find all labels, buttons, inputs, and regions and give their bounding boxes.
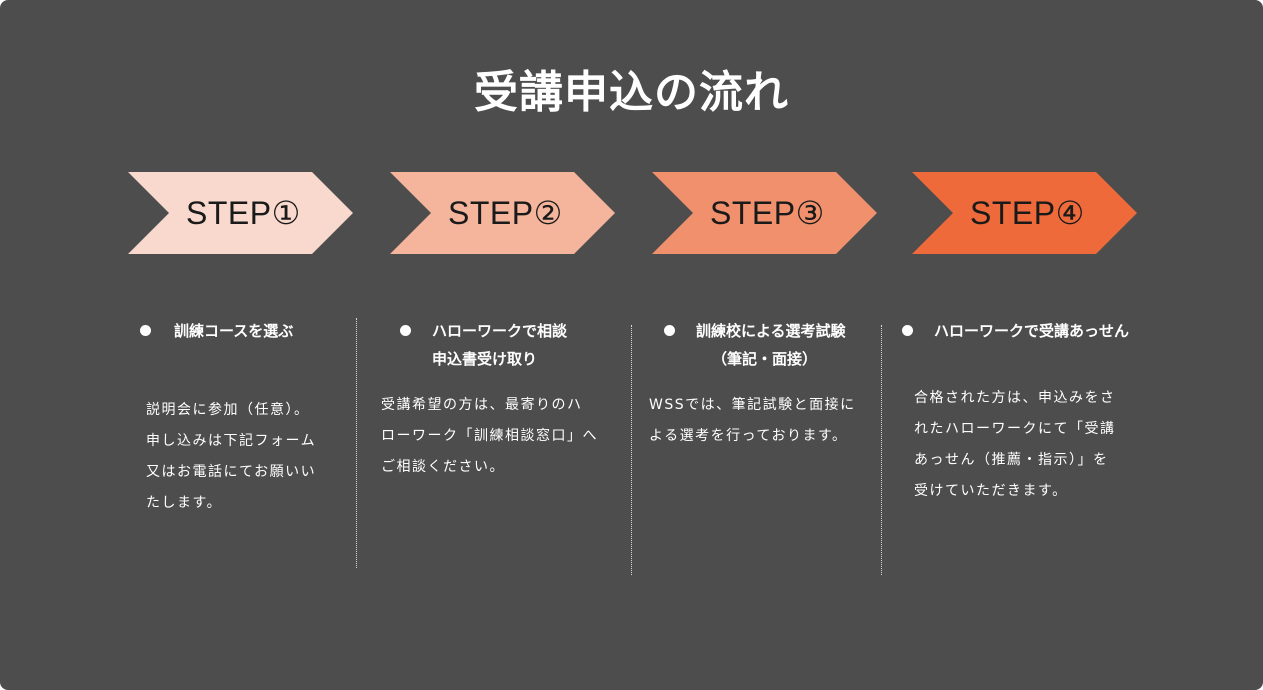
step-3-arrow-shape: [652, 172, 877, 254]
step-1-heading: 訓練コースを選ぶ: [174, 322, 294, 340]
step-3-arrow: STEP③: [652, 172, 877, 254]
page-title: 受講申込の流れ: [474, 67, 789, 118]
step-2-heading-line-2: 申込書受け取り: [432, 350, 538, 368]
column-divider-2: [631, 325, 632, 575]
step-4-bullet: [902, 325, 913, 336]
step-4-heading: ハローワークで受講あっせん: [934, 322, 1130, 340]
column-divider-1: [356, 318, 357, 568]
step-4-arrow: STEP④: [912, 172, 1137, 254]
column-divider-3: [881, 325, 882, 575]
step-2-description: 受講希望の方は、最寄りのハ ローワーク「訓練相談窓口」へ ご相談ください。: [381, 397, 598, 475]
step-3-arrow-fill: [652, 172, 877, 254]
step-2-arrow: STEP②: [390, 172, 615, 254]
step-3-label: STEP③: [710, 195, 825, 231]
step-1-arrow: STEP①: [128, 172, 353, 254]
step-2-arrow-fill: [390, 172, 615, 254]
step-2-label: STEP②: [448, 195, 563, 231]
step-2-heading-line-1: ハローワークで相談: [432, 322, 568, 340]
step-3-heading-line-1: 訓練校による選考試験: [696, 322, 846, 340]
step-4-description: 合格された方は、申込みをさ れたハローワークにて「受講 あっせん（推薦・指示）」…: [914, 390, 1116, 499]
step-1-label: STEP①: [186, 195, 301, 231]
step-1-bullet: [140, 325, 151, 336]
step-3-description: WSSでは、筆記試験と面接に よる選考を行っております。: [649, 397, 856, 444]
step-4-label: STEP④: [970, 195, 1085, 231]
step-1-arrow-shape: [128, 172, 353, 254]
step-4-arrow-shape: [912, 172, 1137, 254]
step-3-bullet: [664, 325, 675, 336]
step-1-arrow-fill: [128, 172, 353, 254]
step-1-description: 説明会に参加（任意）。 申し込みは下記フォーム 又はお電話にてお願いい たします…: [146, 402, 317, 511]
step-3-heading-line-2: （筆記・面接）: [712, 350, 818, 368]
step-2-arrow-shape: [390, 172, 615, 254]
step-2-bullet: [400, 325, 411, 336]
step-4-arrow-fill: [912, 172, 1137, 254]
